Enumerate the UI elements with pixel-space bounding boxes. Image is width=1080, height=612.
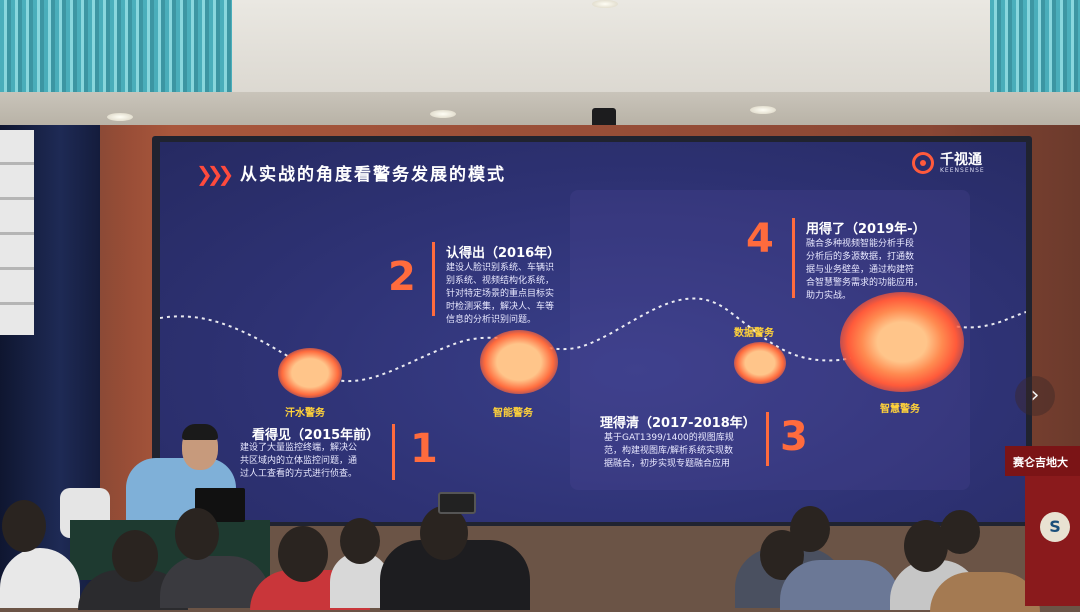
step-3-line: 据融合，初步实现专题融合应用: [604, 459, 731, 469]
ceiling-light: [107, 113, 133, 121]
step-title-2: 认得出（2016年）: [446, 246, 561, 261]
step-1-line: 建设了大量监控终端，解决公: [240, 443, 358, 453]
step-4-line: 融合多种视频智能分析手段: [806, 239, 915, 249]
ceiling-light: [430, 110, 456, 118]
audience-head: [2, 500, 46, 552]
company-logo: 千视通 KEENSENSE: [912, 152, 985, 174]
audience-member: [0, 548, 80, 608]
step-divider-3: [766, 412, 769, 466]
venue-sign: 赛仑吉地大: [1005, 446, 1080, 476]
venue-sign-text: 赛仑吉地大: [1013, 456, 1068, 469]
step-4-line: 分析后的多源数据，打通数: [806, 252, 915, 262]
step-body-3: 基于GAT1399/1400的视图库规 范，构建视图库/解析系统实现数 据融合，…: [604, 432, 734, 471]
step-2-line: 针对特定场景的重点目标实: [446, 289, 555, 299]
step-divider-2: [432, 242, 435, 316]
stage-label-2: 智能警务: [493, 408, 533, 419]
audience-head: [112, 530, 158, 582]
chevron-right-icon: ❯❯❯: [196, 162, 234, 186]
step-body-4: 融合多种视频智能分析手段 分析后的多源数据，打通数 据与业务壁垒，通过构建符 合…: [806, 238, 923, 303]
step-number-4: 4: [746, 216, 774, 262]
step-number-2: 2: [388, 254, 416, 300]
step-title-1: 看得见（2015年前）: [252, 428, 380, 443]
step-4-line: 助力实战。: [806, 291, 852, 301]
stage-marker-1: [278, 348, 342, 398]
step-2-line: 信息的分析识别问题。: [446, 315, 537, 325]
logo-name: 千视通: [940, 151, 982, 168]
step-2-line: 别系统、视频结构化系统，: [446, 276, 555, 286]
step-body-2: 建设人脸识别系统、车辆识 别系统、视频结构化系统， 针对特定场景的重点目标实 时…: [446, 262, 554, 327]
step-divider-4: [792, 218, 795, 298]
audience-member: [780, 560, 900, 610]
audience-head: [175, 508, 219, 560]
stage-marker-4: [840, 292, 964, 392]
step-body-1: 建设了大量监控终端，解决公 共区域内的立体监控问题，通 过人工查看的方式进行侦查…: [240, 442, 357, 481]
ceiling-band: [0, 92, 1080, 126]
presenter-hair: [182, 424, 218, 440]
next-arrow-button[interactable]: ›: [1015, 376, 1055, 416]
audience-head: [790, 506, 830, 552]
logo-icon: [912, 152, 934, 174]
speaker-stack: [0, 130, 34, 335]
step-3-line: 范，构建视图库/解析系统实现数: [604, 446, 734, 456]
audience-head: [420, 506, 468, 560]
stage-label-1: 汗水警务: [285, 408, 325, 419]
venue-logo-icon: S: [1040, 512, 1070, 542]
logo-subtitle: KEENSENSE: [940, 166, 985, 174]
step-divider-1: [392, 424, 395, 480]
phone-camera: [438, 492, 476, 514]
step-2-line: 时检测采集，解决人、车等: [446, 302, 555, 312]
step-4-line: 合智慧警务需求的功能应用，: [806, 278, 924, 288]
audience-head: [340, 518, 380, 564]
stage-label-4: 智慧警务: [880, 404, 920, 415]
audience-head: [278, 526, 328, 582]
step-2-line: 建设人脸识别系统、车辆识: [446, 263, 555, 273]
step-3-line: 基于GAT1399/1400的视图库规: [604, 433, 734, 443]
step-1-line: 共区域内的立体监控问题，通: [240, 456, 358, 466]
slide-title: 从实战的角度看警务发展的模式: [240, 165, 506, 185]
stage-marker-2: [480, 330, 558, 394]
ceiling-light: [750, 106, 776, 114]
presentation-slide: ❯❯❯ 从实战的角度看警务发展的模式 千视通 KEENSENSE 汗水警务 智能…: [160, 142, 1026, 522]
chandelier-left: [0, 0, 232, 98]
stage-label-3: 数据警务: [734, 328, 774, 339]
stage-marker-3: [734, 342, 786, 384]
step-number-3: 3: [780, 414, 808, 460]
audience-head: [940, 510, 980, 554]
step-4-line: 据与业务壁垒，通过构建符: [806, 265, 915, 275]
ceiling-light: [592, 0, 618, 8]
step-title-3: 理得清（2017-2018年）: [600, 416, 756, 431]
step-number-1: 1: [410, 426, 438, 472]
step-title-4: 用得了（2019年-）: [806, 222, 926, 237]
chandelier-right: [990, 0, 1080, 98]
audience-member: [930, 572, 1040, 612]
step-1-line: 过人工查看的方式进行侦查。: [240, 469, 358, 479]
